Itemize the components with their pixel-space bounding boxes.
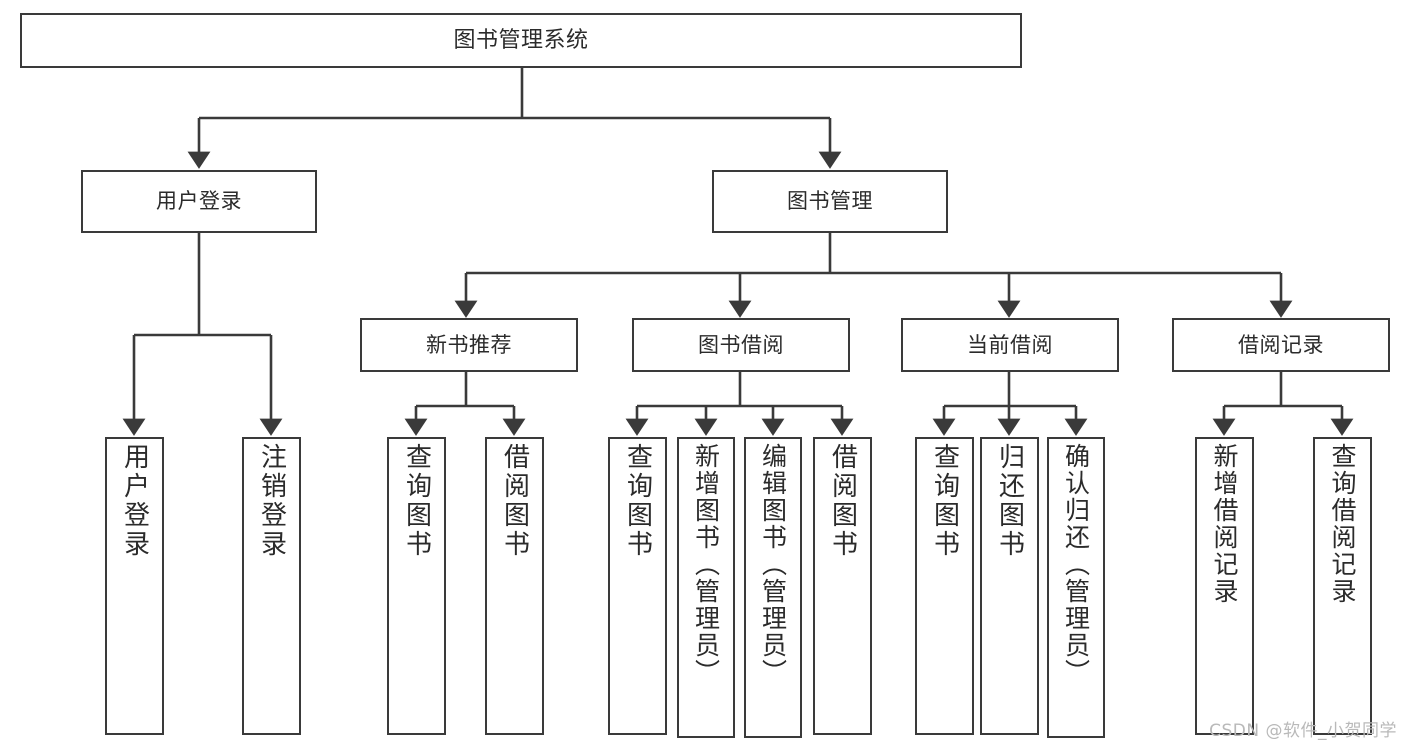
node-label: 查询图书: [929, 443, 960, 559]
leaf-record-query-borrow-record[interactable]: 查询借阅记录: [1313, 437, 1372, 735]
node-label: 归还图书: [994, 443, 1025, 559]
leaf-current-return-book[interactable]: 归还图书: [980, 437, 1039, 735]
leaf-borrow-edit-book-admin[interactable]: 编辑图书（管理员）: [744, 437, 802, 738]
node-label: 图书管理系统: [453, 27, 589, 53]
leaf-record-add-borrow-record[interactable]: 新增借阅记录: [1195, 437, 1254, 735]
node-label: 图书借阅: [698, 332, 784, 357]
node-label: 用户登录: [119, 443, 150, 559]
node-book-borrow[interactable]: 图书借阅: [632, 318, 850, 372]
node-label: 注销登录: [256, 443, 287, 559]
leaf-new-book-borrow[interactable]: 借阅图书: [485, 437, 544, 735]
leaf-user-login-signin[interactable]: 用户登录: [105, 437, 164, 735]
node-label: 查询借阅记录: [1328, 443, 1357, 605]
node-label: 新书推荐: [426, 332, 512, 357]
node-label: 借阅图书: [827, 443, 858, 559]
node-label: 用户登录: [156, 189, 242, 214]
node-label: 编辑图书（管理员）: [758, 443, 788, 686]
node-label: 新增图书（管理员）: [691, 443, 721, 686]
leaf-current-confirm-return-admin[interactable]: 确认归还（管理员）: [1047, 437, 1105, 738]
node-borrow-record[interactable]: 借阅记录: [1172, 318, 1390, 372]
leaf-borrow-borrow-book[interactable]: 借阅图书: [813, 437, 872, 735]
watermark-credit: CSDN @软件_小贺同学: [1209, 721, 1397, 741]
node-label: 图书管理: [787, 189, 873, 214]
node-book-management[interactable]: 图书管理: [712, 170, 948, 233]
leaf-current-query-book[interactable]: 查询图书: [915, 437, 974, 735]
node-new-book-recommend[interactable]: 新书推荐: [360, 318, 578, 372]
leaf-borrow-query-book[interactable]: 查询图书: [608, 437, 667, 735]
node-label: 查询图书: [401, 443, 432, 559]
node-user-login[interactable]: 用户登录: [81, 170, 317, 233]
node-label: 查询图书: [622, 443, 653, 559]
leaf-user-login-signout[interactable]: 注销登录: [242, 437, 301, 735]
leaf-new-book-query[interactable]: 查询图书: [387, 437, 446, 735]
node-root-system[interactable]: 图书管理系统: [20, 13, 1022, 68]
node-label: 借阅图书: [499, 443, 530, 559]
leaf-borrow-add-book-admin[interactable]: 新增图书（管理员）: [677, 437, 735, 738]
node-label: 新增借阅记录: [1210, 443, 1239, 605]
node-label: 当前借阅: [967, 332, 1053, 357]
node-label: 确认归还（管理员）: [1061, 443, 1091, 686]
node-current-borrow[interactable]: 当前借阅: [901, 318, 1119, 372]
node-label: 借阅记录: [1238, 332, 1324, 357]
